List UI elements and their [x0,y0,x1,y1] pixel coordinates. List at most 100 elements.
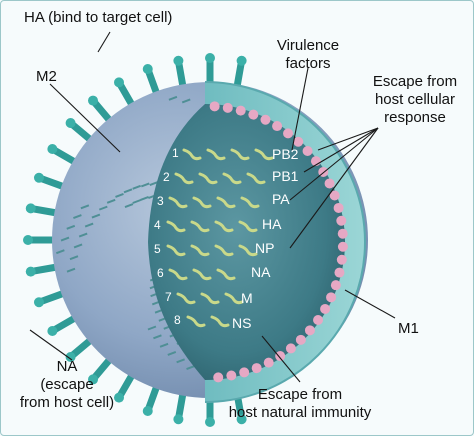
envelope-stroke [124,203,134,209]
envelope-stroke [140,182,150,188]
rna-strand [238,220,258,233]
rna-strand [230,148,250,161]
spike-head [88,95,99,106]
envelope-stroke [66,267,76,273]
segment-number: 3 [157,194,164,208]
rna-strand [198,172,218,185]
m1-bead [263,357,274,368]
m1-bead [295,334,306,345]
spike-head [47,144,58,154]
envelope-stroke [168,95,178,101]
rna-strand [246,172,266,185]
escape-host-response-label: Escape from host cellular response [356,73,474,127]
envelope-stroke [80,204,90,210]
envelope-stroke [159,342,169,348]
na-line-2: (escape [40,376,94,393]
m1-bead [313,315,324,326]
na-line-1: NA [56,358,78,375]
segment-name-pa: PA [272,191,290,207]
rna-strand [214,220,234,233]
virulence-line-1: Virulence [276,37,340,54]
m1-bead [336,215,347,226]
spike-head [142,406,153,417]
segment-number: 6 [157,266,164,280]
spike-head [205,417,215,427]
envelope-stroke [186,365,195,370]
na-line-3: from host cell) [19,394,115,411]
envelope-stroke [69,255,79,261]
rna-strand [182,148,202,161]
spike-head [236,414,247,425]
envelope-stroke [106,198,116,204]
membrane-edge [204,81,366,403]
spike-head [114,392,124,403]
escape-immunity-line-2: host natural immunity [228,404,372,421]
m1-bead [336,254,347,265]
segment-name-pb2: PB2 [272,146,299,162]
m1-bead [239,367,250,378]
membrane-cutaway [205,82,365,402]
rna-strand [186,315,206,328]
escape-response-line-1: Escape from [372,73,458,90]
m1-bead [275,351,286,362]
rna-strand [224,292,244,305]
rna-strand [168,268,188,281]
spike-head [88,374,99,385]
segment-name-m: M [241,290,253,306]
m1-bead [329,190,340,201]
m1-bead [235,105,246,116]
spike-head [25,266,36,277]
m1-bead [333,202,344,213]
rna-strand [240,196,260,209]
m1-bead [304,325,315,336]
envelope-stroke [73,214,82,219]
spike-head [114,77,124,88]
envelope-stroke [167,350,177,356]
m1-bead [272,121,283,132]
m1-bead [248,109,259,120]
m1-bead [293,136,304,147]
m1-bead [226,370,237,381]
spike-head [236,55,247,66]
segment-name-ns: NS [232,315,252,331]
spike-head [65,351,76,362]
rna-strand [254,148,274,161]
m1-bead [283,128,294,139]
envelope-stroke [132,184,142,190]
ha-label: HA (bind to target cell) [24,9,173,26]
rna-segments [166,148,274,328]
segment-name-pb1: PB1 [272,168,299,184]
m1-bead [222,102,233,113]
envelope-stroke [147,325,157,331]
m1-bead [251,363,262,374]
m1-bead [260,114,271,125]
spike-head [25,203,36,214]
m1-bead [330,280,341,291]
escape-response-line-2: host cellular [374,91,456,108]
rna-strand [168,196,188,209]
m1-bead [209,101,220,112]
envelope-stroke [91,213,101,219]
rna-strand [222,172,242,185]
m2-label: M2 [36,68,57,85]
virulence-line-2: factors [285,55,331,72]
rna-strand [166,220,186,233]
segment-number: 4 [154,218,161,232]
envelope-stroke [98,205,108,211]
escape-response-line-3: response [384,109,446,126]
envelope-stroke [66,224,76,230]
envelope-stroke [132,199,142,204]
envelope-stroke [123,188,133,194]
rna-strand [214,244,234,257]
rna-strand [176,292,196,305]
spike-head [65,118,76,129]
rna-strand [190,220,210,233]
envelope-stroke [149,181,159,186]
envelope-stroke [115,193,124,198]
envelope-stroke [60,236,70,242]
segment-number: 2 [163,170,170,184]
surface-spikes [23,53,247,427]
envelope-stroke [73,243,83,249]
m1-bead [334,267,345,278]
